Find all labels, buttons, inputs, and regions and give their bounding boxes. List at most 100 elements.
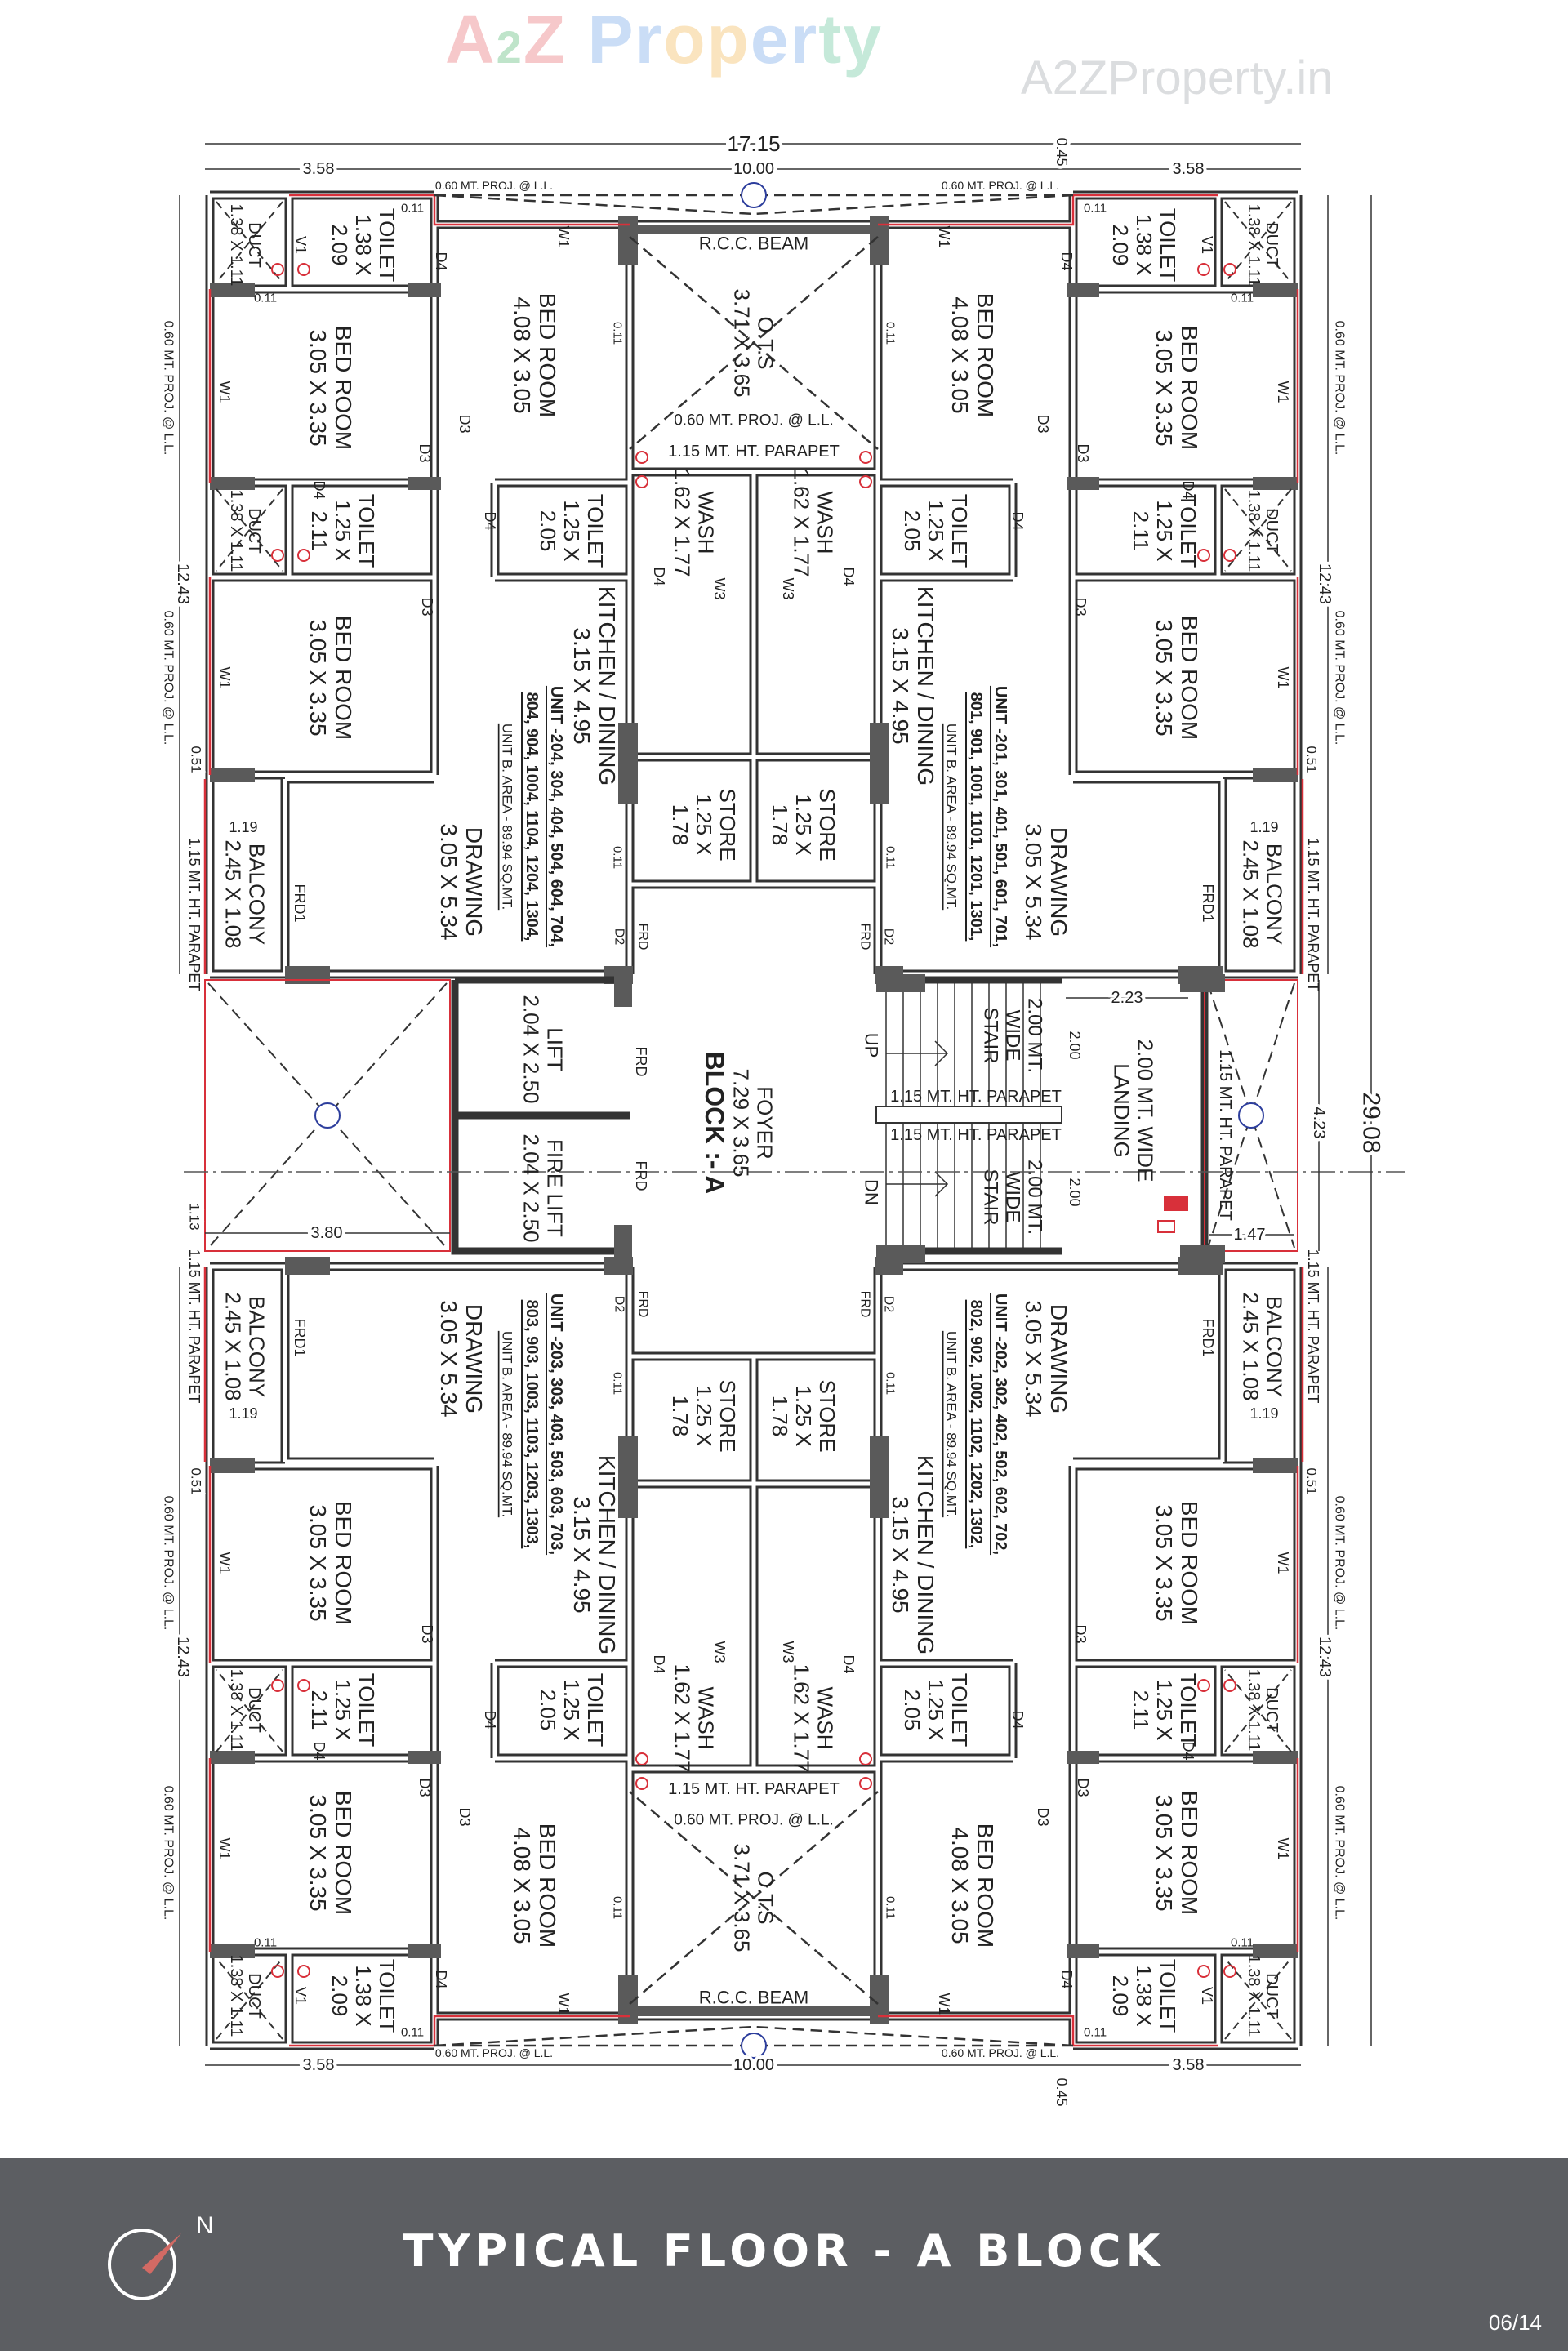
column: [1253, 1944, 1298, 1958]
right-ots-outline: [1204, 979, 1298, 1252]
door-window-tag: D4: [1058, 1970, 1075, 1988]
room-label: 3.05 X 5.34: [1021, 1300, 1046, 1417]
unit-numbers-label: 802, 902, 1002, 1102, 1202, 1302,: [967, 1300, 985, 1549]
room-label: DUCT: [1263, 1973, 1281, 2019]
room-label: 1.38 X: [1132, 1965, 1156, 2026]
room-label: 1.38 X 1.11: [1245, 1955, 1263, 2037]
door-window-tag: FRD: [636, 1291, 650, 1318]
door-window-tag: 0.11: [611, 322, 625, 345]
stair-up-label: UP: [862, 1033, 882, 1058]
left-ots-outline: [204, 979, 451, 1252]
room-label: 3.15 X 4.95: [888, 627, 913, 744]
door-window-tag: FRD: [858, 924, 872, 951]
door-window-tag: 0.11: [254, 292, 277, 305]
dimension-label: 10.00: [733, 2056, 774, 2074]
room-label: KITCHEN / DINING: [913, 1455, 938, 1654]
fire-alarm-icon: [1157, 1220, 1175, 1233]
door-window-tag: W1: [555, 1993, 572, 2015]
door-window-tag: W1: [216, 381, 233, 403]
projection-label: 0.60 MT. PROJ. @ L.L.: [435, 2046, 553, 2059]
room-label: 2.09: [1108, 1975, 1133, 2017]
door-window-tag: 1.19: [1250, 819, 1278, 835]
door-window-tag: W1: [1275, 667, 1291, 689]
landing-label: 2.00 MT. WIDE: [1134, 1040, 1158, 1182]
unit-numbers-label: UNIT -202, 302, 402, 502, 602, 702,: [991, 1293, 1009, 1555]
room-label: STORE: [715, 788, 740, 861]
boundary-line: [203, 194, 630, 974]
plumbing-fixture-icon: [1197, 1965, 1210, 1978]
door-window-tag: 0.11: [254, 1936, 277, 1950]
duct-shaft: [1224, 201, 1292, 283]
door-window-tag: V1: [292, 1987, 309, 2005]
room-label: 2.09: [327, 1975, 352, 2017]
door-window-tag: W1: [555, 226, 572, 248]
room-label: TOILET: [947, 1673, 972, 1748]
room-label: 2.11: [1129, 1690, 1153, 1730]
ots-marker-icon: [741, 182, 767, 208]
boundary-line: [878, 194, 1304, 974]
footer-band: N TYPICAL FLOOR - A BLOCK 06/14: [0, 2158, 1568, 2351]
plumbing-fixture-icon: [271, 1679, 284, 1692]
door-window-tag: 1.19: [229, 1405, 257, 1422]
column: [1180, 974, 1225, 992]
rcc-beam-label: R.C.C. BEAM: [699, 1988, 808, 2008]
door-window-tag: D3: [419, 1624, 435, 1643]
rcc-beam-label: R.C.C. BEAM: [699, 234, 808, 254]
room-label: BALCONY: [245, 1296, 270, 1397]
room-label: 3.05 X 3.35: [1152, 1504, 1177, 1621]
door-window-tag: 0.11: [884, 1896, 898, 1919]
door-window-tag: D4: [1180, 1741, 1196, 1760]
door-window-tag: D2: [612, 1296, 626, 1313]
plumbing-fixture-icon: [1223, 1965, 1236, 1978]
room-label: 1.38 X 1.11: [227, 1669, 245, 1752]
room-label: 1.38 X: [351, 1965, 376, 2026]
room-label: 3.05 X 5.34: [436, 823, 461, 940]
room-label: 3.05 X 3.35: [1152, 329, 1177, 446]
room-label: KITCHEN / DINING: [913, 586, 938, 786]
room-label: BED ROOM: [1177, 326, 1202, 450]
column: [1067, 1944, 1099, 1958]
parapet-label: 1.15 MT. HT. PARAPET: [1305, 1249, 1321, 1404]
dimension-label: 3.58: [303, 160, 335, 178]
room-label: 1.25 X: [924, 500, 948, 561]
door-window-tag: 0.11: [611, 1372, 625, 1395]
door-window-tag: W1: [216, 1838, 233, 1860]
projection-label: 0.60 MT. PROJ. @ L.L.: [1333, 1786, 1347, 1921]
block-label: BLOCK :- A: [700, 1052, 729, 1195]
room-label: BALCONY: [1263, 844, 1287, 945]
door-window-tag: D4: [311, 1741, 327, 1760]
door-window-tag: D3: [1035, 1807, 1051, 1826]
room-label: BED ROOM: [1177, 1791, 1202, 1915]
lift-label: 2.04 X 2.50: [519, 995, 543, 1104]
door-window-tag: D4: [840, 1654, 857, 1673]
door-window-tag: D3: [457, 414, 473, 433]
door-window-tag: 0.11: [1231, 1936, 1254, 1950]
room-label: BALCONY: [245, 844, 270, 945]
room-label: 1.78: [768, 1396, 792, 1437]
ots-label: 3.71 X 3.65: [729, 1844, 754, 1952]
projection-label: 0.60 MT. PROJ. @ L.L.: [1333, 611, 1347, 746]
fire-lift-label: FIRE LIFT: [543, 1139, 568, 1237]
column: [876, 974, 925, 992]
plumbing-fixture-icon: [635, 1752, 648, 1765]
door-window-tag: D4: [840, 567, 857, 586]
plumbing-fixture-icon: [859, 451, 872, 464]
room-label: DRAWING: [1046, 827, 1071, 937]
column: [408, 283, 441, 297]
plumbing-fixture-icon: [1197, 1679, 1210, 1692]
stair-label: 2.00 MT.: [1023, 998, 1045, 1073]
plumbing-fixture-icon: [635, 475, 648, 488]
door-window-tag: D3: [419, 597, 435, 616]
room-label: 2.45 X 1.08: [1238, 1293, 1263, 1401]
dimension-label: 3.58: [1173, 160, 1205, 178]
ots-dashed-lines: [752, 194, 1074, 450]
lift-label: LIFT: [543, 1027, 568, 1071]
column: [754, 2006, 878, 2016]
room-label: TOILET: [583, 1673, 608, 1748]
room-label: 1.25 X: [1152, 1679, 1177, 1740]
plumbing-fixture-icon: [271, 549, 284, 562]
door-window-tag: 0.11: [611, 1896, 625, 1919]
column: [1253, 1458, 1298, 1473]
room-label: 1.78: [768, 804, 792, 846]
